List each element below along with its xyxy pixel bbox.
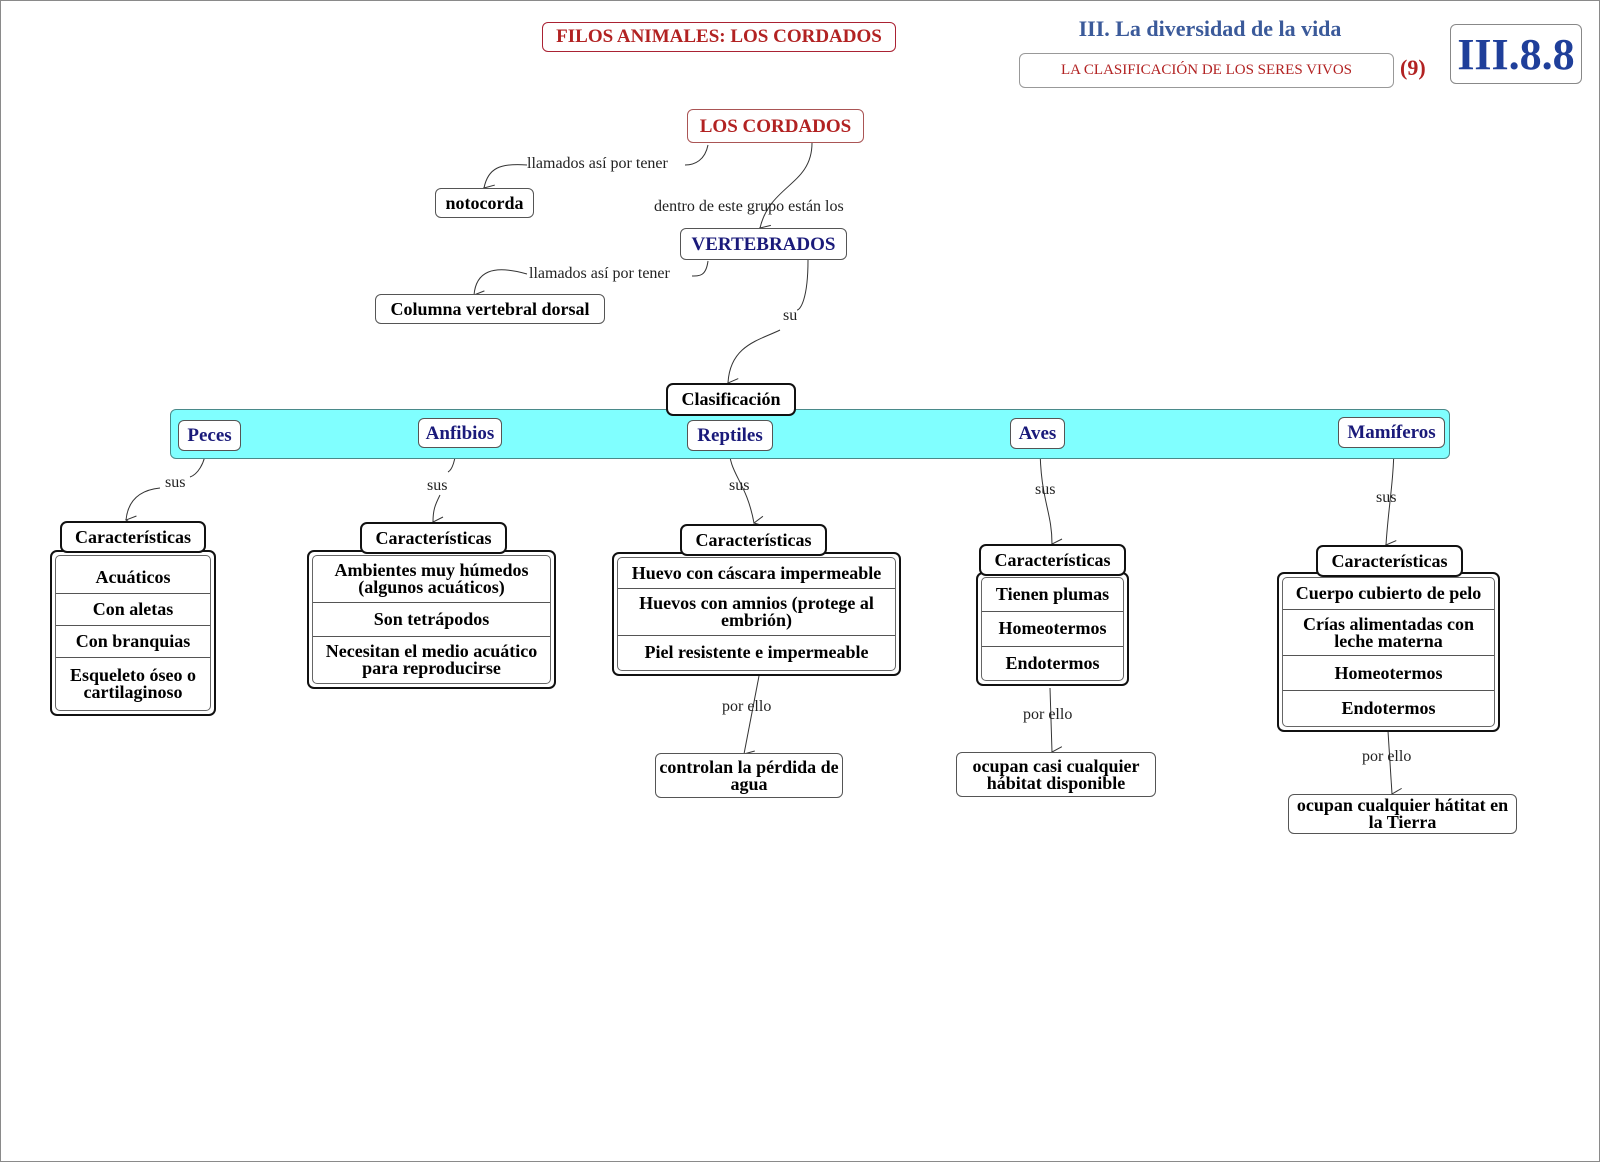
section-title: LA CLASIFICACIÓN DE LOS SERES VIVOS [1019, 53, 1394, 88]
group-reptiles: Reptiles [687, 420, 773, 451]
heading-caracteristicas-reptiles: Características [680, 524, 827, 556]
link-label-root-vertebrados: dentro de este grupo están los [654, 198, 844, 215]
trait-item: Huevos con amnios (protege al embrión) [618, 589, 895, 636]
page-number: (9) [1400, 55, 1426, 80]
trait-item: Ambientes muy húmedos (algunos acuáticos… [313, 556, 550, 604]
link-label-aves-result: por ello [1023, 706, 1073, 723]
link-label-mamiferos-result: por ello [1362, 748, 1412, 765]
traits-aves: Tienen plumas Homeotermos Endotermos [976, 572, 1129, 686]
node-notocorda: notocorda [435, 188, 534, 218]
result-aves: ocupan casi cualquier hábitat disponible [956, 752, 1156, 797]
link-label-reptiles-result: por ello [722, 698, 772, 715]
trait-item: Acuáticos [56, 562, 210, 594]
link-label-mamiferos: sus [1376, 489, 1397, 506]
trait-item: Huevo con cáscara impermeable [618, 558, 895, 590]
trait-item: Endotermos [1341, 698, 1436, 719]
link-label-root-notocorda: llamados así por tener [527, 155, 668, 172]
link-label-vert-clasificacion: su [783, 307, 798, 324]
link-label-reptiles: sus [729, 477, 750, 494]
traits-reptiles: Huevo con cáscara impermeable Huevos con… [612, 552, 901, 676]
trait-item: Tienen plumas [982, 578, 1123, 613]
group-anfibios: Anfibios [418, 418, 502, 448]
trait-item: Con branquias [56, 626, 210, 658]
classification-band [170, 409, 1450, 459]
trait-item: Homeotermos [982, 612, 1123, 647]
result-mamiferos: ocupan cualquier hátitat en la Tierra [1288, 794, 1517, 834]
link-label-peces: sus [165, 474, 186, 491]
lesson-code: III.8.8 [1450, 24, 1582, 84]
traits-anfibios: Ambientes muy húmedos (algunos acuáticos… [307, 550, 556, 689]
trait-item: Necesitan el medio acuático para reprodu… [325, 640, 538, 678]
node-los-cordados: LOS CORDADOS [687, 109, 864, 143]
trait-item: Son tetrápodos [313, 603, 550, 637]
node-clasificacion: Clasificación [666, 383, 796, 416]
result-reptiles: controlan la pérdida de agua [655, 753, 843, 798]
trait-item: Piel resistente e impermeable [644, 642, 869, 663]
trait-item: Homeotermos [1283, 656, 1494, 692]
heading-caracteristicas-peces: Características [60, 521, 206, 553]
trait-item: Con aletas [56, 594, 210, 626]
trait-item: Crías alimentadas con leche materna [1283, 610, 1494, 656]
traits-mamiferos: Cuerpo cubierto de pelo Crías alimentada… [1277, 572, 1500, 732]
heading-caracteristicas-aves: Características [979, 544, 1126, 576]
unit-title: III. La diversidad de la vida [1078, 16, 1342, 41]
heading-caracteristicas-anfibios: Características [360, 522, 507, 554]
node-columna-vertebral: Columna vertebral dorsal [375, 294, 605, 324]
link-label-vert-columna: llamados así por tener [529, 265, 670, 282]
group-aves: Aves [1010, 418, 1065, 449]
heading-caracteristicas-mamiferos: Características [1316, 545, 1463, 577]
node-vertebrados: VERTEBRADOS [680, 228, 847, 260]
main-title: FILOS ANIMALES: LOS CORDADOS [542, 22, 896, 52]
trait-item: Endotermos [1005, 652, 1100, 673]
link-label-aves: sus [1035, 481, 1056, 498]
trait-item: Cuerpo cubierto de pelo [1283, 578, 1494, 611]
traits-peces: Acuáticos Con aletas Con branquias Esque… [50, 550, 216, 716]
group-mamiferos: Mamíferos [1338, 417, 1445, 448]
trait-item: Esqueleto óseo o cartilaginoso [70, 664, 196, 702]
link-label-anfibios: sus [427, 477, 448, 494]
group-peces: Peces [178, 420, 241, 451]
